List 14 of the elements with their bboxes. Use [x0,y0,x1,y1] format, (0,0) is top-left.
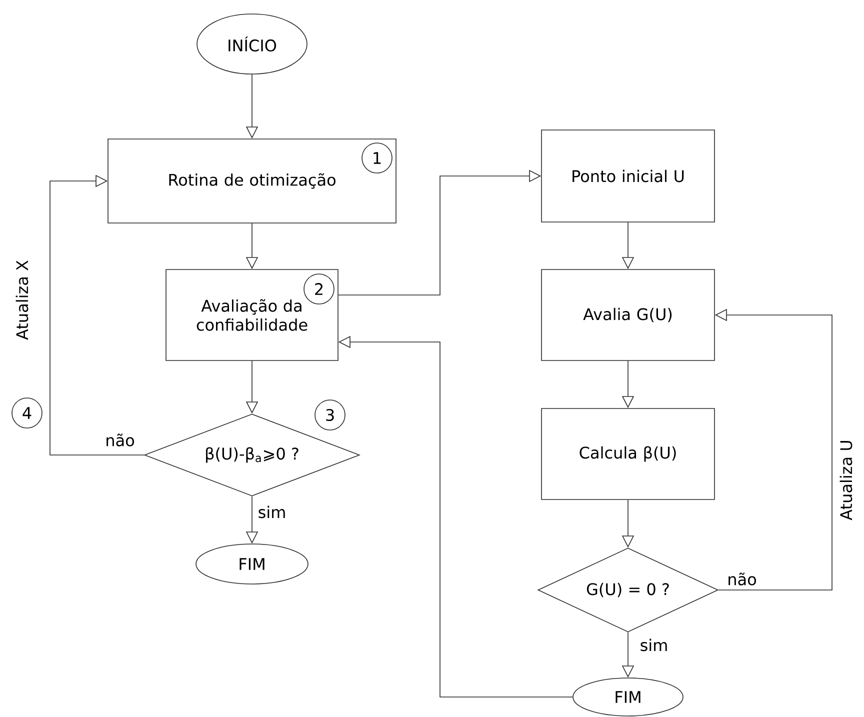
loop-label: Atualiza X [16,260,28,340]
loop-label: Atualiza U [840,440,852,520]
step-number: 4 [12,398,42,428]
step-number: 2 [304,274,334,304]
edge-label: não [104,432,136,448]
step-number: 3 [314,400,346,430]
process-box: Ponto inicial U [541,130,715,222]
arrow [50,174,144,456]
edge-label: sim [256,504,288,520]
edge-label: sim [638,638,670,652]
edge-label: não [726,572,758,586]
process-box: Avalia G(U) [541,269,715,361]
process-box: Calcula β(U) [541,408,715,500]
step-number: 1 [362,142,392,174]
